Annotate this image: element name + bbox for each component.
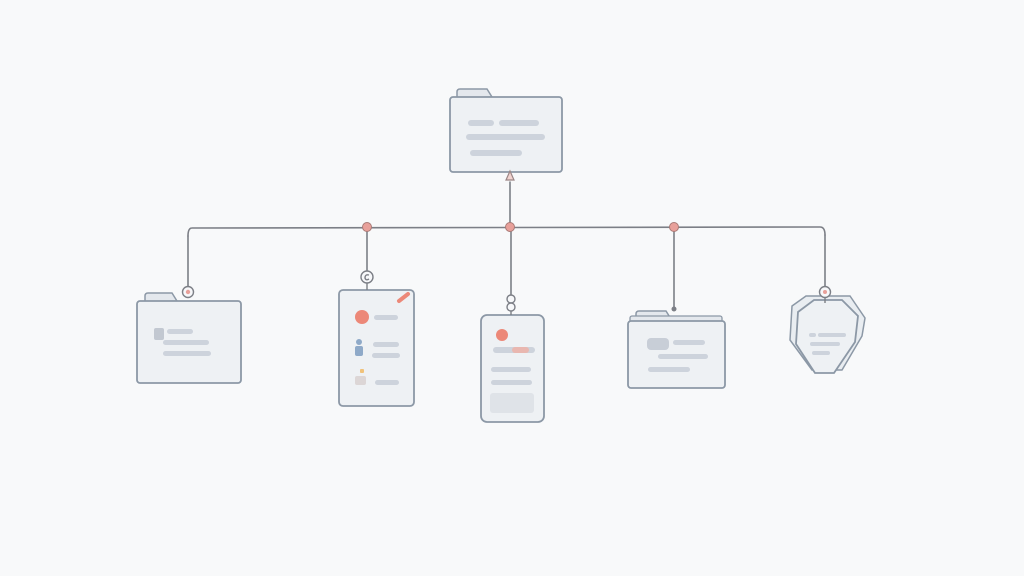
clip-child-2	[360, 270, 374, 290]
clip-child-3	[506, 294, 516, 315]
placeholder-line	[491, 367, 531, 372]
avatar-dot	[496, 329, 508, 341]
folder-icon	[627, 310, 726, 389]
clip-child-4	[671, 306, 677, 312]
avatar-dot	[355, 310, 369, 324]
folder-icon	[449, 88, 563, 173]
placeholder-line	[163, 340, 209, 345]
joint-dot	[362, 222, 372, 232]
placeholder-line	[809, 333, 816, 337]
arrow-connector-icon	[505, 169, 515, 181]
placeholder-icon	[154, 328, 164, 340]
child-5-tag-node[interactable]	[789, 295, 866, 374]
child-3-mobile-card-node[interactable]	[480, 314, 545, 423]
placeholder-line	[374, 315, 398, 320]
placeholder-line	[648, 367, 690, 372]
folder-tab	[456, 88, 494, 99]
folder-icon	[136, 292, 242, 384]
placeholder-line	[810, 342, 840, 346]
placeholder-block	[490, 393, 534, 413]
placeholder-accent	[512, 347, 529, 353]
clip-child-1	[181, 285, 195, 299]
connector-clips	[181, 270, 832, 315]
root-folder-node[interactable]	[449, 88, 563, 181]
placeholder-icon	[647, 338, 669, 350]
joint-dot	[505, 222, 515, 232]
placeholder-line	[372, 353, 400, 358]
placeholder-line	[818, 333, 846, 337]
joint-dot	[669, 222, 679, 232]
placeholder-line	[167, 329, 193, 334]
placeholder-line	[468, 120, 494, 126]
connector-bus	[187, 226, 826, 237]
placeholder-icon	[355, 376, 366, 385]
corner-accent	[397, 292, 410, 303]
placeholder-line	[466, 134, 545, 140]
placeholder-line	[163, 351, 211, 356]
folder-tab	[144, 292, 179, 303]
child-1-folder-node[interactable]	[136, 292, 242, 384]
placeholder-line	[373, 342, 399, 347]
placeholder-line	[491, 380, 532, 385]
bus-joints	[362, 222, 679, 232]
child-4-folder-node[interactable]	[627, 310, 726, 389]
badge-dot	[360, 369, 364, 373]
placeholder-line	[375, 380, 399, 385]
clip-child-5	[818, 285, 832, 303]
child-2-profile-card-node[interactable]	[338, 289, 415, 407]
placeholder-line	[812, 351, 830, 355]
placeholder-line	[470, 150, 522, 156]
placeholder-line	[673, 340, 705, 345]
connectors	[187, 181, 826, 308]
placeholder-line	[499, 120, 539, 126]
card-body	[338, 289, 415, 407]
placeholder-line	[658, 354, 708, 359]
person-icon	[355, 339, 363, 356]
